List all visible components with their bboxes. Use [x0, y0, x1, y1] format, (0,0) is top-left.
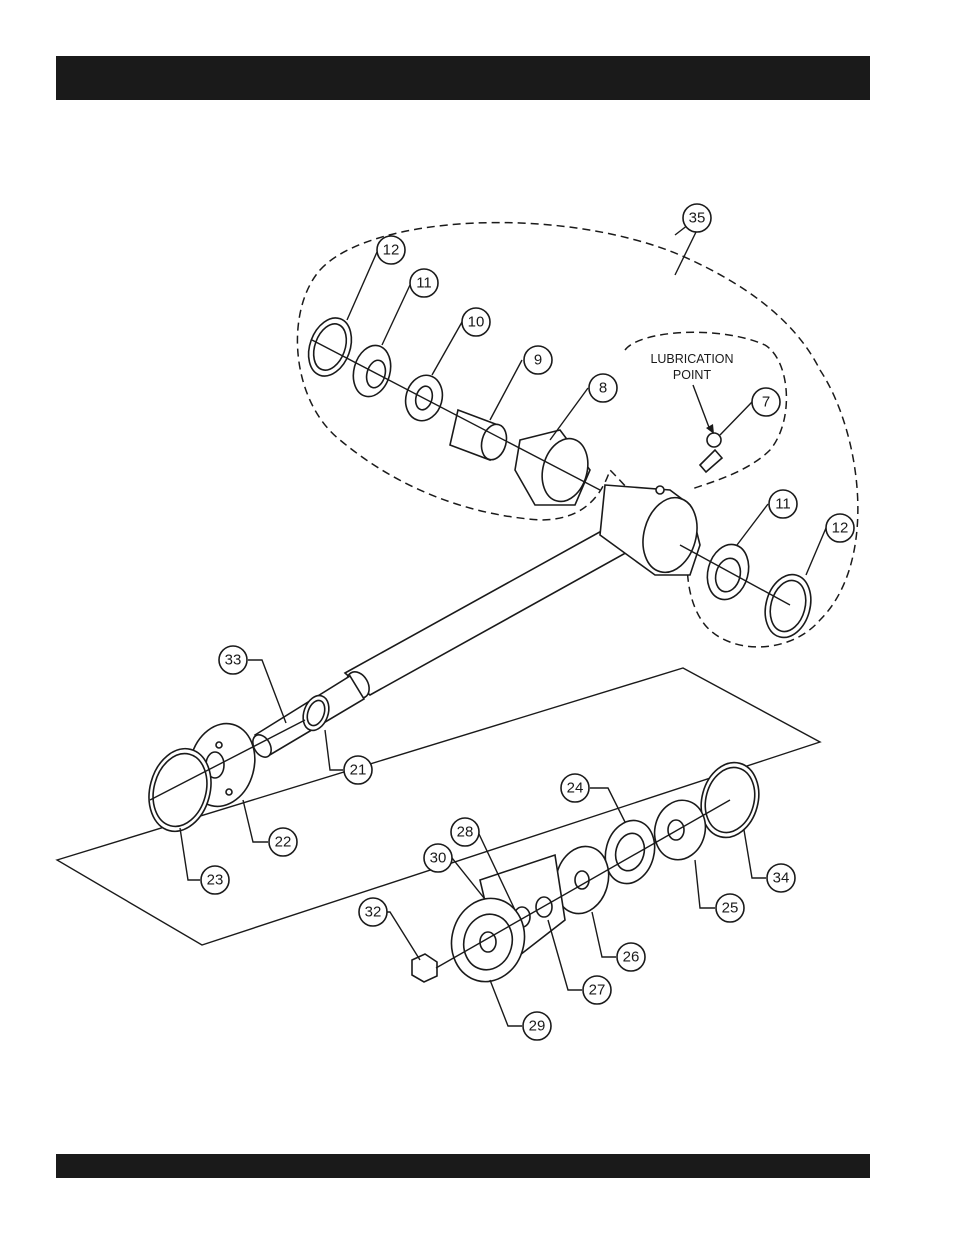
- callout-11a: 11: [410, 269, 438, 297]
- svg-text:23: 23: [207, 872, 224, 889]
- svg-text:12: 12: [832, 520, 849, 537]
- svg-text:8: 8: [599, 380, 607, 397]
- callout-10: 10: [462, 308, 490, 336]
- svg-text:32: 32: [365, 904, 382, 921]
- svg-text:29: 29: [529, 1018, 546, 1035]
- svg-text:24: 24: [567, 780, 584, 797]
- svg-text:11: 11: [416, 275, 432, 292]
- svg-text:21: 21: [350, 762, 367, 779]
- part-32: [412, 954, 437, 982]
- callout-25: 25: [716, 894, 744, 922]
- callout-30: 30: [424, 844, 452, 872]
- svg-text:22: 22: [275, 834, 292, 851]
- svg-text:12: 12: [383, 242, 400, 259]
- svg-text:25: 25: [722, 900, 739, 917]
- callout-29: 29: [523, 1012, 551, 1040]
- svg-text:35: 35: [689, 210, 706, 227]
- callout-28: 28: [451, 818, 479, 846]
- callout-34: 34: [767, 864, 795, 892]
- svg-text:26: 26: [623, 949, 640, 966]
- callout-32: 32: [359, 898, 387, 926]
- svg-text:28: 28: [457, 824, 474, 841]
- callout-7: 7: [752, 388, 780, 416]
- callout-26: 26: [617, 943, 645, 971]
- callout-27: 27: [583, 976, 611, 1004]
- note-line-1: LUBRICATION: [650, 352, 733, 366]
- grease-fitting: [700, 450, 722, 472]
- svg-text:11: 11: [775, 496, 791, 513]
- svg-text:9: 9: [534, 352, 542, 369]
- callout-24: 24: [561, 774, 589, 802]
- svg-text:30: 30: [430, 850, 447, 867]
- callout-8: 8: [589, 374, 617, 402]
- svg-text:7: 7: [762, 394, 770, 411]
- callout-35: 35: [683, 204, 711, 232]
- callout-22: 22: [269, 828, 297, 856]
- main-shaft: [345, 518, 640, 695]
- callout-9: 9: [524, 346, 552, 374]
- callout-23: 23: [201, 866, 229, 894]
- callout-11b: 11: [769, 490, 797, 518]
- svg-text:10: 10: [468, 314, 485, 331]
- callout-33: 33: [219, 646, 247, 674]
- svg-text:27: 27: [589, 982, 606, 999]
- callout-12b: 12: [826, 514, 854, 542]
- note-line-2: POINT: [673, 368, 712, 382]
- svg-text:34: 34: [773, 870, 790, 887]
- callout-21: 21: [344, 756, 372, 784]
- assembly-outline: [297, 223, 857, 647]
- callout-12a: 12: [377, 236, 405, 264]
- svg-text:33: 33: [225, 652, 242, 669]
